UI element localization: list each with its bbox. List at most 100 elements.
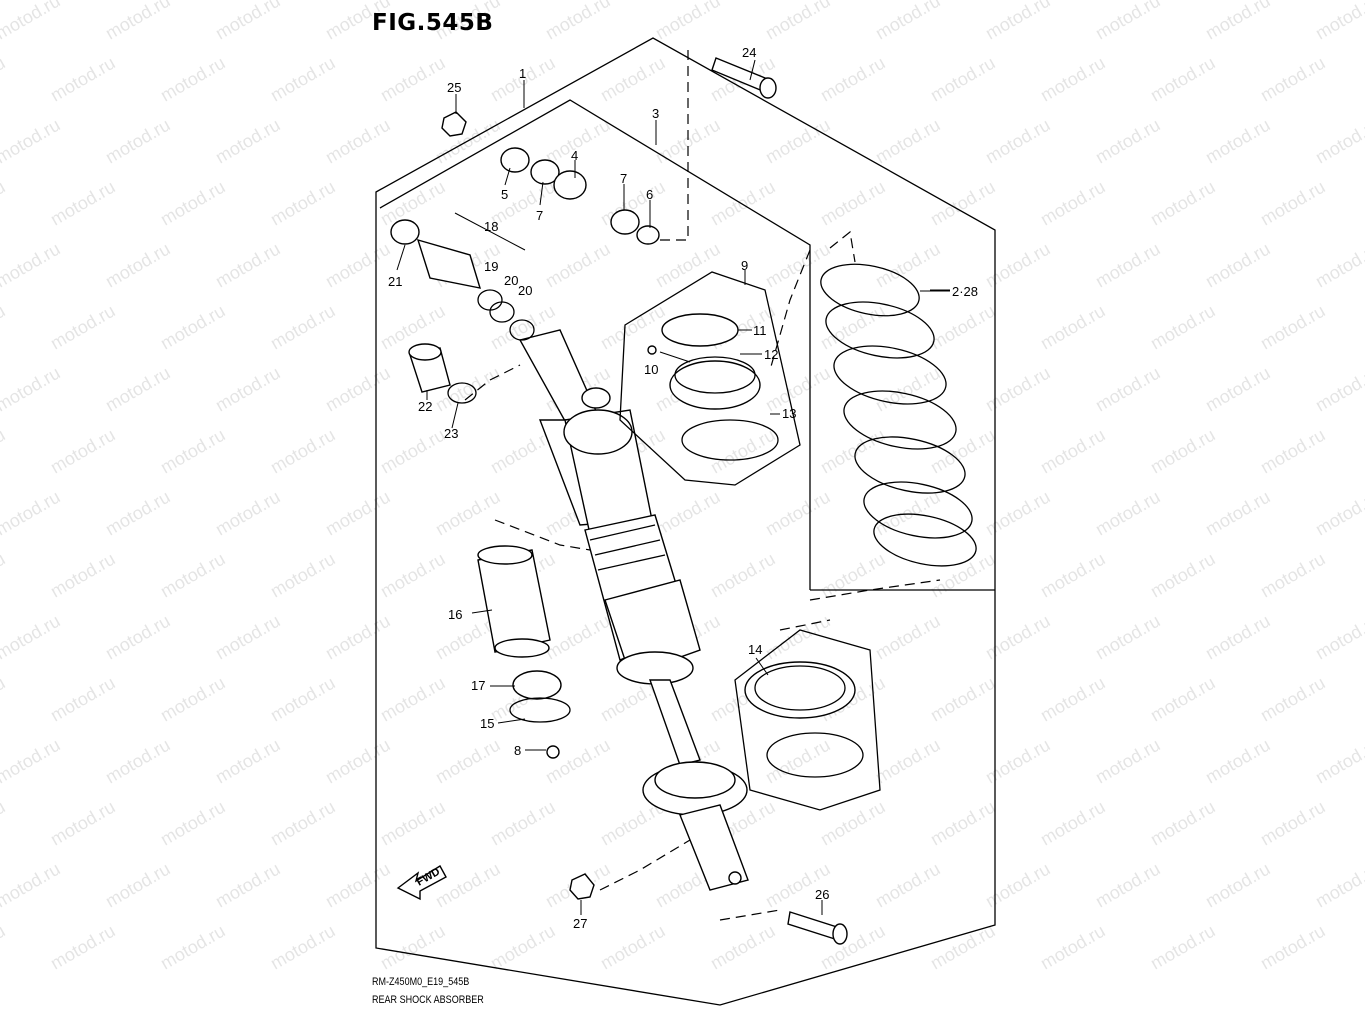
callout-7-right: 7 xyxy=(620,171,627,186)
watermark-text: motod.ru xyxy=(322,859,394,912)
watermark-text: motod.ru xyxy=(432,735,504,788)
watermark-text: motod.ru xyxy=(927,921,999,974)
watermark-text: motod.ru xyxy=(1147,921,1219,974)
watermark-text: motod.ru xyxy=(1202,363,1274,416)
watermark-text: motod.ru xyxy=(927,53,999,106)
watermark-text: motod.ru xyxy=(0,363,64,416)
watermark-text: motod.ru xyxy=(927,797,999,850)
figure-name: REAR SHOCK ABSORBER xyxy=(372,994,484,1006)
watermark-text: motod.ru xyxy=(0,177,9,230)
callout-20-right: 20 xyxy=(518,283,532,298)
watermark-text: motod.ru xyxy=(597,53,669,106)
watermark-text: motod.ru xyxy=(267,301,339,354)
watermark-text: motod.ru xyxy=(542,0,614,43)
watermark-text: motod.ru xyxy=(102,859,174,912)
watermark-text: motod.ru xyxy=(377,797,449,850)
watermark-text: motod.ru xyxy=(1147,673,1219,726)
watermark-text: motod.ru xyxy=(762,363,834,416)
watermark-text: motod.ru xyxy=(1202,115,1274,168)
watermark-text: motod.ru xyxy=(1202,239,1274,292)
watermark-text: motod.ru xyxy=(1092,363,1164,416)
watermark-text: motod.ru xyxy=(1092,0,1164,43)
watermark-text: motod.ru xyxy=(102,363,174,416)
watermark-text: motod.ru xyxy=(1092,487,1164,540)
watermark-text: motod.ru xyxy=(542,239,614,292)
watermark-text: motod.ru xyxy=(1037,301,1109,354)
coil-spring xyxy=(820,230,977,567)
watermark-text: motod.ru xyxy=(707,921,779,974)
watermark-text: motod.ru xyxy=(0,859,64,912)
watermark-text: motod.ru xyxy=(212,115,284,168)
watermark-text: motod.ru xyxy=(212,363,284,416)
watermark-text: motod.ru xyxy=(0,673,9,726)
watermark-text: motod.ru xyxy=(1037,921,1109,974)
watermark-text: motod.ru xyxy=(1202,487,1274,540)
watermark-text: motod.ru xyxy=(982,0,1054,43)
watermark-text: motod.ru xyxy=(102,115,174,168)
watermark-text: motod.ru xyxy=(817,549,889,602)
watermark-text: motod.ru xyxy=(542,611,614,664)
watermark-text: motod.ru xyxy=(1312,735,1365,788)
watermark-text: motod.ru xyxy=(1257,301,1329,354)
watermark-text: motod.ru xyxy=(1257,549,1329,602)
watermark-text: motod.ru xyxy=(0,115,64,168)
watermark-text: motod.ru xyxy=(322,115,394,168)
watermark-text: motod.ru xyxy=(47,673,119,726)
watermark-text: motod.ru xyxy=(267,425,339,478)
watermark-text: motod.ru xyxy=(707,425,779,478)
watermark-text: motod.ru xyxy=(1312,859,1365,912)
watermark-text: motod.ru xyxy=(0,53,9,106)
watermark-text: motod.ru xyxy=(1202,859,1274,912)
watermark-text: motod.ru xyxy=(1037,673,1109,726)
watermark-text: motod.ru xyxy=(872,115,944,168)
watermark-text: motod.ru xyxy=(432,487,504,540)
watermark-text: motod.ru xyxy=(102,611,174,664)
watermark-text: motod.ru xyxy=(1092,239,1164,292)
watermark-text: motod.ru xyxy=(872,859,944,912)
watermark-text: motod.ru xyxy=(762,0,834,43)
watermark-text: motod.ru xyxy=(212,859,284,912)
watermark-text: motod.ru xyxy=(872,735,944,788)
callout-25: 25 xyxy=(447,80,461,95)
watermark-text: motod.ru xyxy=(762,115,834,168)
watermark-text: motod.ru xyxy=(1257,177,1329,230)
watermark-text: motod.ru xyxy=(157,301,229,354)
watermark-text: motod.ru xyxy=(1092,115,1164,168)
watermark-text: motod.ru xyxy=(102,487,174,540)
callout-5: 5 xyxy=(501,187,508,202)
callout-3: 3 xyxy=(652,106,659,121)
watermark-text: motod.ru xyxy=(322,363,394,416)
watermark-text: motod.ru xyxy=(47,797,119,850)
watermark-text: motod.ru xyxy=(157,921,229,974)
callout-1: 1 xyxy=(519,66,526,81)
upper-mount-parts xyxy=(441,57,777,245)
watermark-text: motod.ru xyxy=(982,239,1054,292)
watermark-text: motod.ru xyxy=(102,239,174,292)
watermark-text: motod.ru xyxy=(762,735,834,788)
watermark-text: motod.ru xyxy=(487,797,559,850)
watermark-text: motod.ru xyxy=(817,425,889,478)
watermark-text: motod.ru xyxy=(322,611,394,664)
watermark-text: motod.ru xyxy=(652,239,724,292)
watermark-text: motod.ru xyxy=(47,921,119,974)
watermark-text: motod.ru xyxy=(982,115,1054,168)
reservoir xyxy=(477,545,571,759)
watermark-text: motod.ru xyxy=(267,921,339,974)
watermark-text: motod.ru xyxy=(212,611,284,664)
watermark-text: motod.ru xyxy=(322,0,394,43)
watermark-text: motod.ru xyxy=(927,673,999,726)
watermark-text: motod.ru xyxy=(817,53,889,106)
watermark-text: motod.ru xyxy=(212,735,284,788)
watermark-text: motod.ru xyxy=(817,177,889,230)
watermark-text: motod.ru xyxy=(982,487,1054,540)
callout-4: 4 xyxy=(571,148,578,163)
watermark-text: motod.ru xyxy=(927,177,999,230)
watermark-text: motod.ru xyxy=(102,0,174,43)
watermark-text: motod.ru xyxy=(1037,797,1109,850)
callout-18: 18 xyxy=(484,219,498,234)
watermark-text: motod.ru xyxy=(1202,0,1274,43)
watermark-text: motod.ru xyxy=(542,735,614,788)
watermark-text: motod.ru xyxy=(0,301,9,354)
callout-14: 14 xyxy=(748,642,762,657)
